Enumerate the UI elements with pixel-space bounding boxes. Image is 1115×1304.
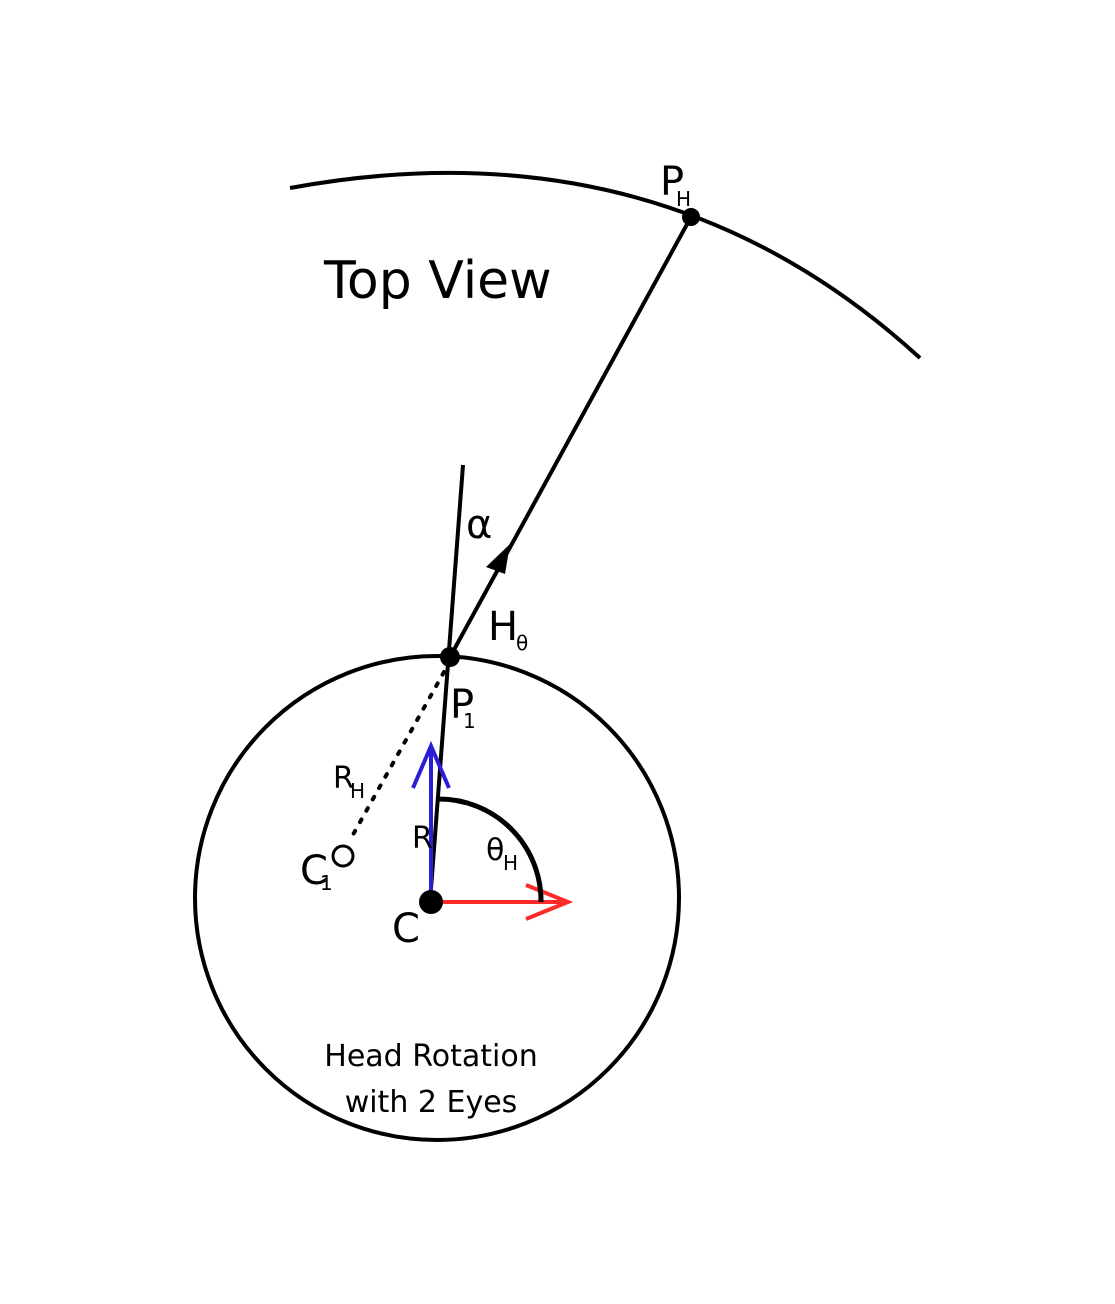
label-ph-sub: H [676, 187, 691, 211]
label-c1-main: C [300, 848, 328, 894]
gaze-arrowhead [486, 544, 510, 574]
theta-h-arc [437, 796, 544, 903]
label-p1-sub: 1 [463, 709, 476, 733]
label-r: R [412, 821, 433, 856]
point-c [419, 890, 443, 914]
radius-line [428, 464, 465, 903]
point-c1 [331, 844, 355, 868]
outer-arc [289, 170, 922, 360]
label-p1-main: P [450, 682, 474, 728]
label-thetah-sub: H [503, 851, 518, 875]
gaze-line [448, 216, 693, 658]
label-ph-main: P [660, 159, 684, 205]
label-c1-sub: 1 [320, 871, 333, 895]
caption-line-1: Head Rotation [324, 1039, 537, 1074]
rh-dotted-line [348, 670, 446, 842]
label-rh-sub: H [350, 779, 365, 803]
label-c: C [392, 906, 420, 952]
head-circle [193, 654, 681, 1142]
label-rh-main: R [333, 761, 354, 796]
label-htheta-sub: θ [516, 631, 528, 655]
caption-line-2: with 2 Eyes [345, 1085, 518, 1120]
label-alpha: α [466, 502, 492, 548]
point-p1 [440, 647, 460, 667]
diagram-title: Top View [323, 251, 552, 311]
blue-arrow-head [411, 740, 451, 789]
label-thetah-main: θ [486, 833, 504, 868]
label-htheta-main: H [488, 604, 518, 650]
point-ph [682, 208, 700, 226]
